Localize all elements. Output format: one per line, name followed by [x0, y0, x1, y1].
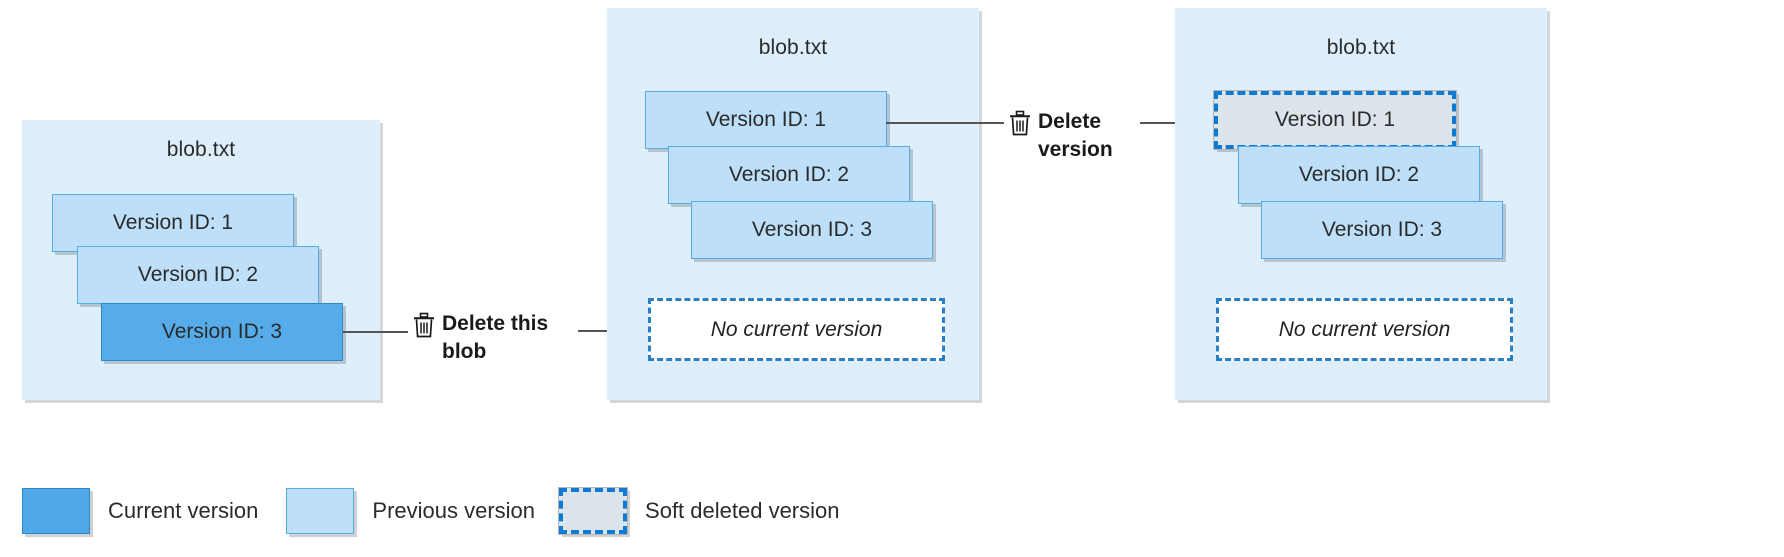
legend: Current version Previous version Soft de… [22, 487, 840, 535]
panel-3-version-3[interactable]: Version ID: 3 [1261, 201, 1503, 259]
panel-1-version-2[interactable]: Version ID: 2 [77, 246, 319, 304]
legend-label-previous-version: Previous version [372, 498, 536, 523]
panel-2-version-3[interactable]: Version ID: 3 [691, 201, 933, 259]
panel-3-version-1[interactable]: Version ID: 1 [1213, 90, 1457, 150]
action-delete-version-label: Delete version [1038, 110, 1113, 161]
panel-1-title: blob.txt [166, 138, 236, 161]
panel-2-no-current-version: No current version [648, 298, 945, 361]
panel-2-version-1[interactable]: Version ID: 1 [645, 91, 887, 149]
legend-item-current-version: Current version [22, 488, 258, 534]
panel-3-title: blob.txt [1326, 36, 1396, 59]
action-delete-blob-label: Delete this blob [442, 312, 549, 363]
panel-3-version-2[interactable]: Version ID: 2 [1238, 146, 1480, 204]
legend-label-soft-deleted-version: Soft deleted version [645, 498, 840, 523]
legend-item-soft-deleted-version: Soft deleted version [558, 487, 840, 535]
connector-panel1-to-delete-blob [343, 331, 408, 333]
panel-1-version-3[interactable]: Version ID: 3 [101, 303, 343, 361]
version-label: Version ID: 1 [705, 108, 827, 131]
version-label: Version ID: 3 [751, 218, 873, 241]
legend-item-previous-version: Previous version [286, 488, 535, 534]
version-label: Version ID: 3 [1321, 218, 1443, 241]
action-delete-version: Delete version [1008, 108, 1148, 164]
panel-2-title: blob.txt [758, 36, 828, 59]
version-label: Version ID: 2 [1298, 163, 1420, 186]
trash-icon [412, 312, 436, 345]
version-label: Version ID: 2 [728, 163, 850, 186]
legend-swatch-current-version [22, 488, 90, 534]
version-label: Version ID: 2 [137, 263, 259, 286]
panel-2-version-2[interactable]: Version ID: 2 [668, 146, 910, 204]
action-delete-blob: Delete this blob [412, 310, 587, 366]
legend-label-current-version: Current version [108, 498, 259, 523]
version-label: Version ID: 1 [1274, 108, 1396, 131]
no-current-version-label: No current version [710, 317, 883, 341]
panel-1-version-1[interactable]: Version ID: 1 [52, 194, 294, 252]
legend-swatch-soft-deleted-version [558, 487, 629, 535]
no-current-version-label: No current version [1278, 317, 1451, 341]
version-label: Version ID: 3 [161, 320, 283, 343]
trash-icon [1008, 110, 1032, 143]
legend-swatch-previous-version [286, 488, 355, 534]
version-label: Version ID: 1 [112, 211, 234, 234]
connector-panel2-to-delete-version [886, 122, 1004, 124]
panel-3-no-current-version: No current version [1216, 298, 1513, 361]
